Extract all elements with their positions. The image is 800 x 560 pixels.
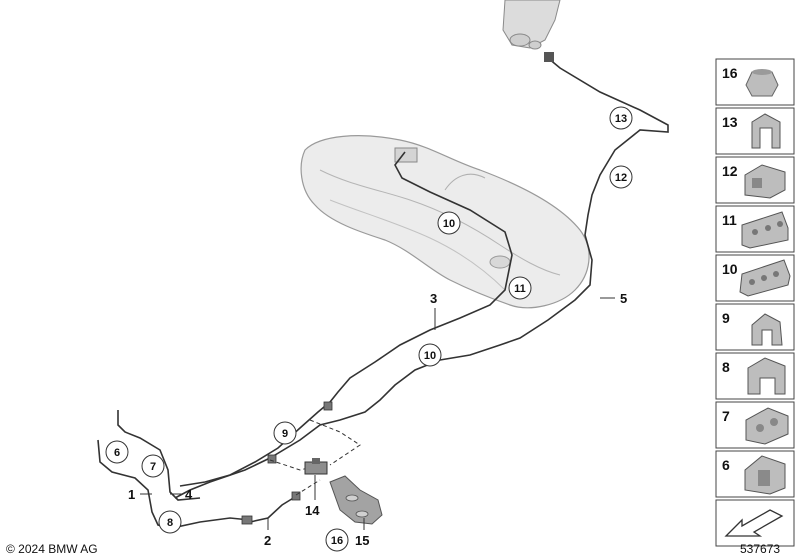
callout-4: 4 [185, 487, 193, 502]
svg-text:9: 9 [282, 428, 288, 440]
callout-2: 2 [264, 533, 271, 548]
circled-callout-10-tank: 10 [437, 211, 461, 235]
svg-text:9: 9 [722, 310, 730, 326]
circled-callout-6: 6 [105, 440, 129, 464]
panel-tile-12: 12 [715, 156, 795, 204]
circled-callout-12: 12 [609, 165, 633, 189]
panel-tile-13: 13 [715, 107, 795, 155]
diagram-id: 537673 [740, 542, 780, 556]
svg-text:16: 16 [331, 535, 343, 547]
circled-callout-13: 13 [609, 106, 633, 130]
svg-text:13: 13 [722, 114, 738, 130]
part-14-connector [304, 458, 328, 475]
panel-tile-8: 8 [715, 352, 795, 400]
circled-callout-16: 16 [325, 528, 349, 552]
arrow-icon [724, 509, 784, 537]
circled-callout-11: 11 [508, 276, 532, 300]
panel-tile-9: 9 [715, 303, 795, 351]
panel-tile-7: 7 [715, 401, 795, 449]
callout-3: 3 [430, 291, 437, 306]
svg-text:7: 7 [722, 408, 730, 424]
svg-text:12: 12 [722, 163, 738, 179]
svg-text:6: 6 [114, 447, 120, 459]
filler-neck-component [502, 0, 561, 50]
svg-text:12: 12 [615, 172, 627, 184]
panel-tile-16: 16 [715, 58, 795, 106]
svg-text:6: 6 [722, 457, 730, 473]
fuel-line-1 [97, 410, 251, 529]
panel-tile-11: 11 [715, 205, 795, 253]
panel-tile-10: 10 [715, 254, 795, 302]
svg-text:8: 8 [167, 517, 173, 529]
circled-callout-8: 8 [158, 510, 182, 534]
svg-text:11: 11 [514, 283, 526, 295]
svg-text:10: 10 [722, 261, 738, 277]
svg-text:10: 10 [443, 218, 455, 230]
part-15-bracket [329, 475, 383, 525]
parts-panel: 16 13 12 11 10 [715, 58, 795, 547]
fuel-line-2 [241, 401, 333, 525]
callout-14: 14 [305, 503, 320, 518]
callout-15: 15 [355, 533, 369, 548]
svg-text:7: 7 [150, 461, 156, 473]
copyright-text: © 2024 BMW AG [6, 542, 98, 556]
panel-tile-6: 6 [715, 450, 795, 498]
svg-text:11: 11 [722, 212, 737, 228]
fuel-line-5 [174, 52, 669, 499]
callout-1: 1 [128, 487, 135, 502]
svg-text:10: 10 [424, 350, 436, 362]
callout-5: 5 [620, 291, 627, 306]
panel-tile-arrow [715, 499, 795, 547]
svg-text:13: 13 [615, 113, 627, 125]
fuel-line-3 [179, 151, 513, 487]
callout-leaders [140, 297, 615, 530]
circled-callout-9: 9 [273, 421, 297, 445]
circled-callout-10-lower: 10 [418, 343, 442, 367]
svg-text:8: 8 [722, 359, 730, 375]
circled-callout-7: 7 [141, 454, 165, 478]
svg-text:16: 16 [722, 65, 738, 81]
